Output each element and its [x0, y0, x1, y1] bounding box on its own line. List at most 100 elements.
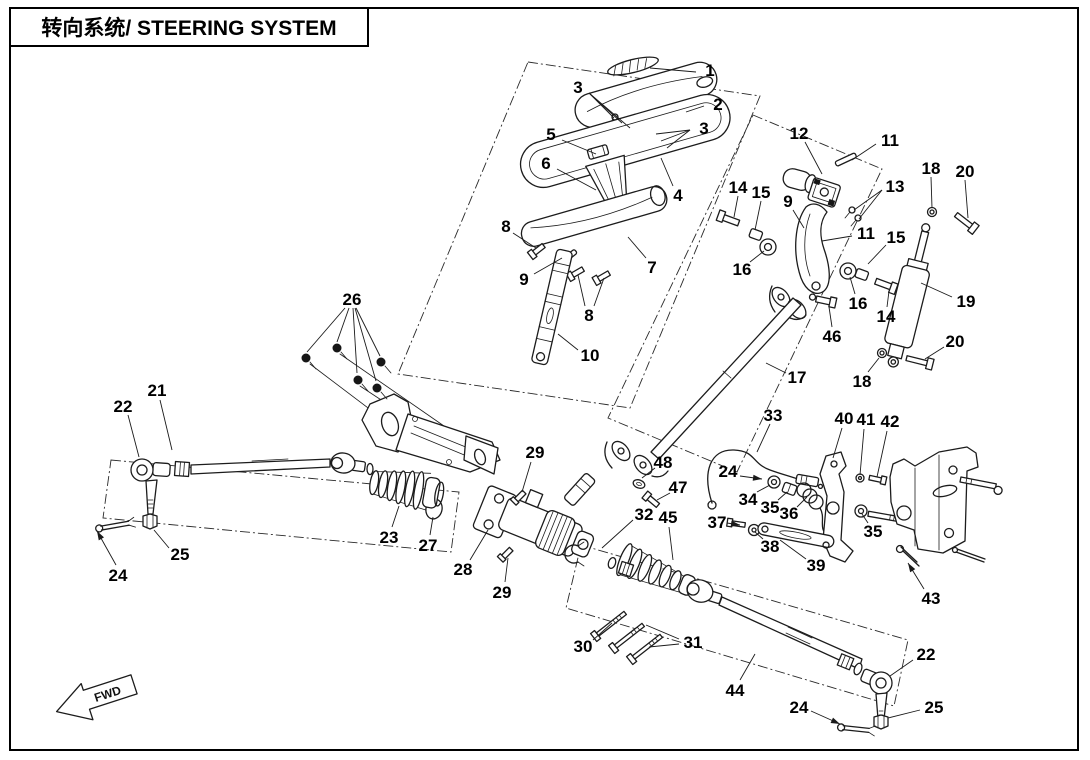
leader-line-9 — [533, 257, 563, 275]
leader-line-26 — [352, 307, 358, 374]
left-bellows — [369, 470, 445, 511]
leader-line-1 — [649, 67, 697, 73]
leader-line-10 — [557, 333, 579, 351]
callout-35: 35 — [864, 522, 883, 541]
leader-line-21 — [159, 399, 173, 451]
nut-icon — [617, 560, 635, 578]
callout-3: 3 — [573, 78, 582, 97]
callout-15: 15 — [887, 228, 906, 247]
leader-line-15 — [754, 200, 762, 231]
leader-line-17 — [765, 362, 787, 374]
leader-line-3 — [666, 129, 691, 149]
callout-5: 5 — [546, 125, 555, 144]
callout-38: 38 — [761, 537, 780, 556]
callout-44: 44 — [726, 681, 745, 700]
mount-bolt-icon — [301, 343, 392, 400]
bolt-icon — [509, 489, 527, 506]
leader-line-47 — [656, 492, 671, 501]
leader-line-4 — [660, 157, 674, 187]
left-tierod-boundary — [102, 459, 460, 553]
leader-line-35 — [861, 513, 869, 524]
callout-11: 11 — [857, 224, 875, 243]
wheel-lower-cover — [520, 185, 668, 247]
column-mount-bracket — [795, 203, 830, 294]
leader-line-20 — [924, 346, 945, 360]
callout-25: 25 — [171, 545, 190, 564]
leader-line-36 — [796, 496, 808, 508]
leader-line-26 — [336, 307, 350, 343]
callout-15: 15 — [752, 183, 771, 202]
leader-line-41 — [859, 428, 865, 476]
leader-line-3 — [655, 129, 691, 135]
callout-41: 41 — [857, 410, 876, 429]
callout-24: 24 — [109, 566, 128, 585]
nut-icon — [876, 347, 888, 359]
callout-29: 29 — [526, 443, 545, 462]
washer-icon — [854, 504, 868, 518]
ignition-switch — [807, 177, 841, 208]
callout-12: 12 — [790, 124, 809, 143]
callout-25: 25 — [925, 698, 944, 717]
callout-1: 1 — [705, 61, 714, 80]
bolt-icon — [641, 490, 661, 509]
callout-8: 8 — [584, 306, 593, 325]
bolt-icon — [625, 633, 664, 666]
leader-line-2 — [685, 105, 705, 113]
bolt-icon — [591, 270, 611, 287]
roll-pin — [834, 152, 857, 167]
callout-3: 3 — [699, 119, 708, 138]
steering-wheel-assembly — [519, 56, 731, 366]
leader-arrowhead-43 — [908, 563, 916, 573]
spacer — [854, 268, 870, 281]
washer-icon — [853, 662, 863, 676]
leader-line-32 — [601, 519, 634, 549]
jam-nut — [173, 460, 191, 478]
leader-line-8 — [512, 232, 537, 249]
leader-line-25 — [887, 709, 921, 719]
boot-clamp — [564, 541, 585, 567]
callout-10: 10 — [581, 346, 600, 365]
inner-ball-joint — [330, 452, 367, 474]
right-mount-plate — [889, 446, 1003, 563]
leader-line-23 — [391, 505, 400, 528]
leader-line-26 — [355, 307, 381, 357]
callout-6: 6 — [541, 154, 550, 173]
rack-mount-bracket — [301, 343, 501, 475]
leader-line-27 — [429, 516, 434, 536]
intermediate-shaft — [604, 297, 802, 509]
leader-arrowhead-24 — [97, 531, 105, 541]
wheel-nut — [586, 144, 610, 160]
pin-icon — [951, 546, 986, 563]
fwd-arrow: FWD — [55, 674, 138, 721]
lock-lever-assembly — [726, 451, 920, 567]
callout-8: 8 — [501, 217, 510, 236]
leader-line-14 — [733, 195, 739, 218]
callout-18: 18 — [853, 372, 872, 391]
leader-line-22 — [889, 659, 914, 677]
leader-line-20 — [964, 179, 969, 219]
leader-line-44 — [739, 653, 756, 681]
leader-line-22 — [127, 414, 140, 458]
leader-line-16 — [849, 276, 856, 295]
bolt-icon — [496, 546, 514, 563]
callout-2: 2 — [713, 95, 722, 114]
lock-lever — [757, 522, 835, 549]
callout-19: 19 — [957, 292, 976, 311]
bushing — [839, 262, 857, 280]
callout-30: 30 — [574, 637, 593, 656]
leader-line-46 — [828, 306, 833, 328]
castle-nut — [142, 513, 158, 530]
leader-line-48 — [641, 467, 656, 479]
leader-line-15 — [867, 244, 887, 265]
shaft-group-boundary — [607, 114, 883, 473]
callout-39: 39 — [807, 556, 826, 575]
inner-ball-joint — [686, 579, 723, 605]
bolt-icon — [715, 209, 741, 227]
callout-27: 27 — [419, 536, 438, 555]
jam-nut — [836, 653, 855, 671]
callout-9: 9 — [783, 192, 792, 211]
leader-line-34 — [756, 484, 771, 493]
split-pin — [895, 544, 920, 567]
callout-16: 16 — [849, 294, 868, 313]
